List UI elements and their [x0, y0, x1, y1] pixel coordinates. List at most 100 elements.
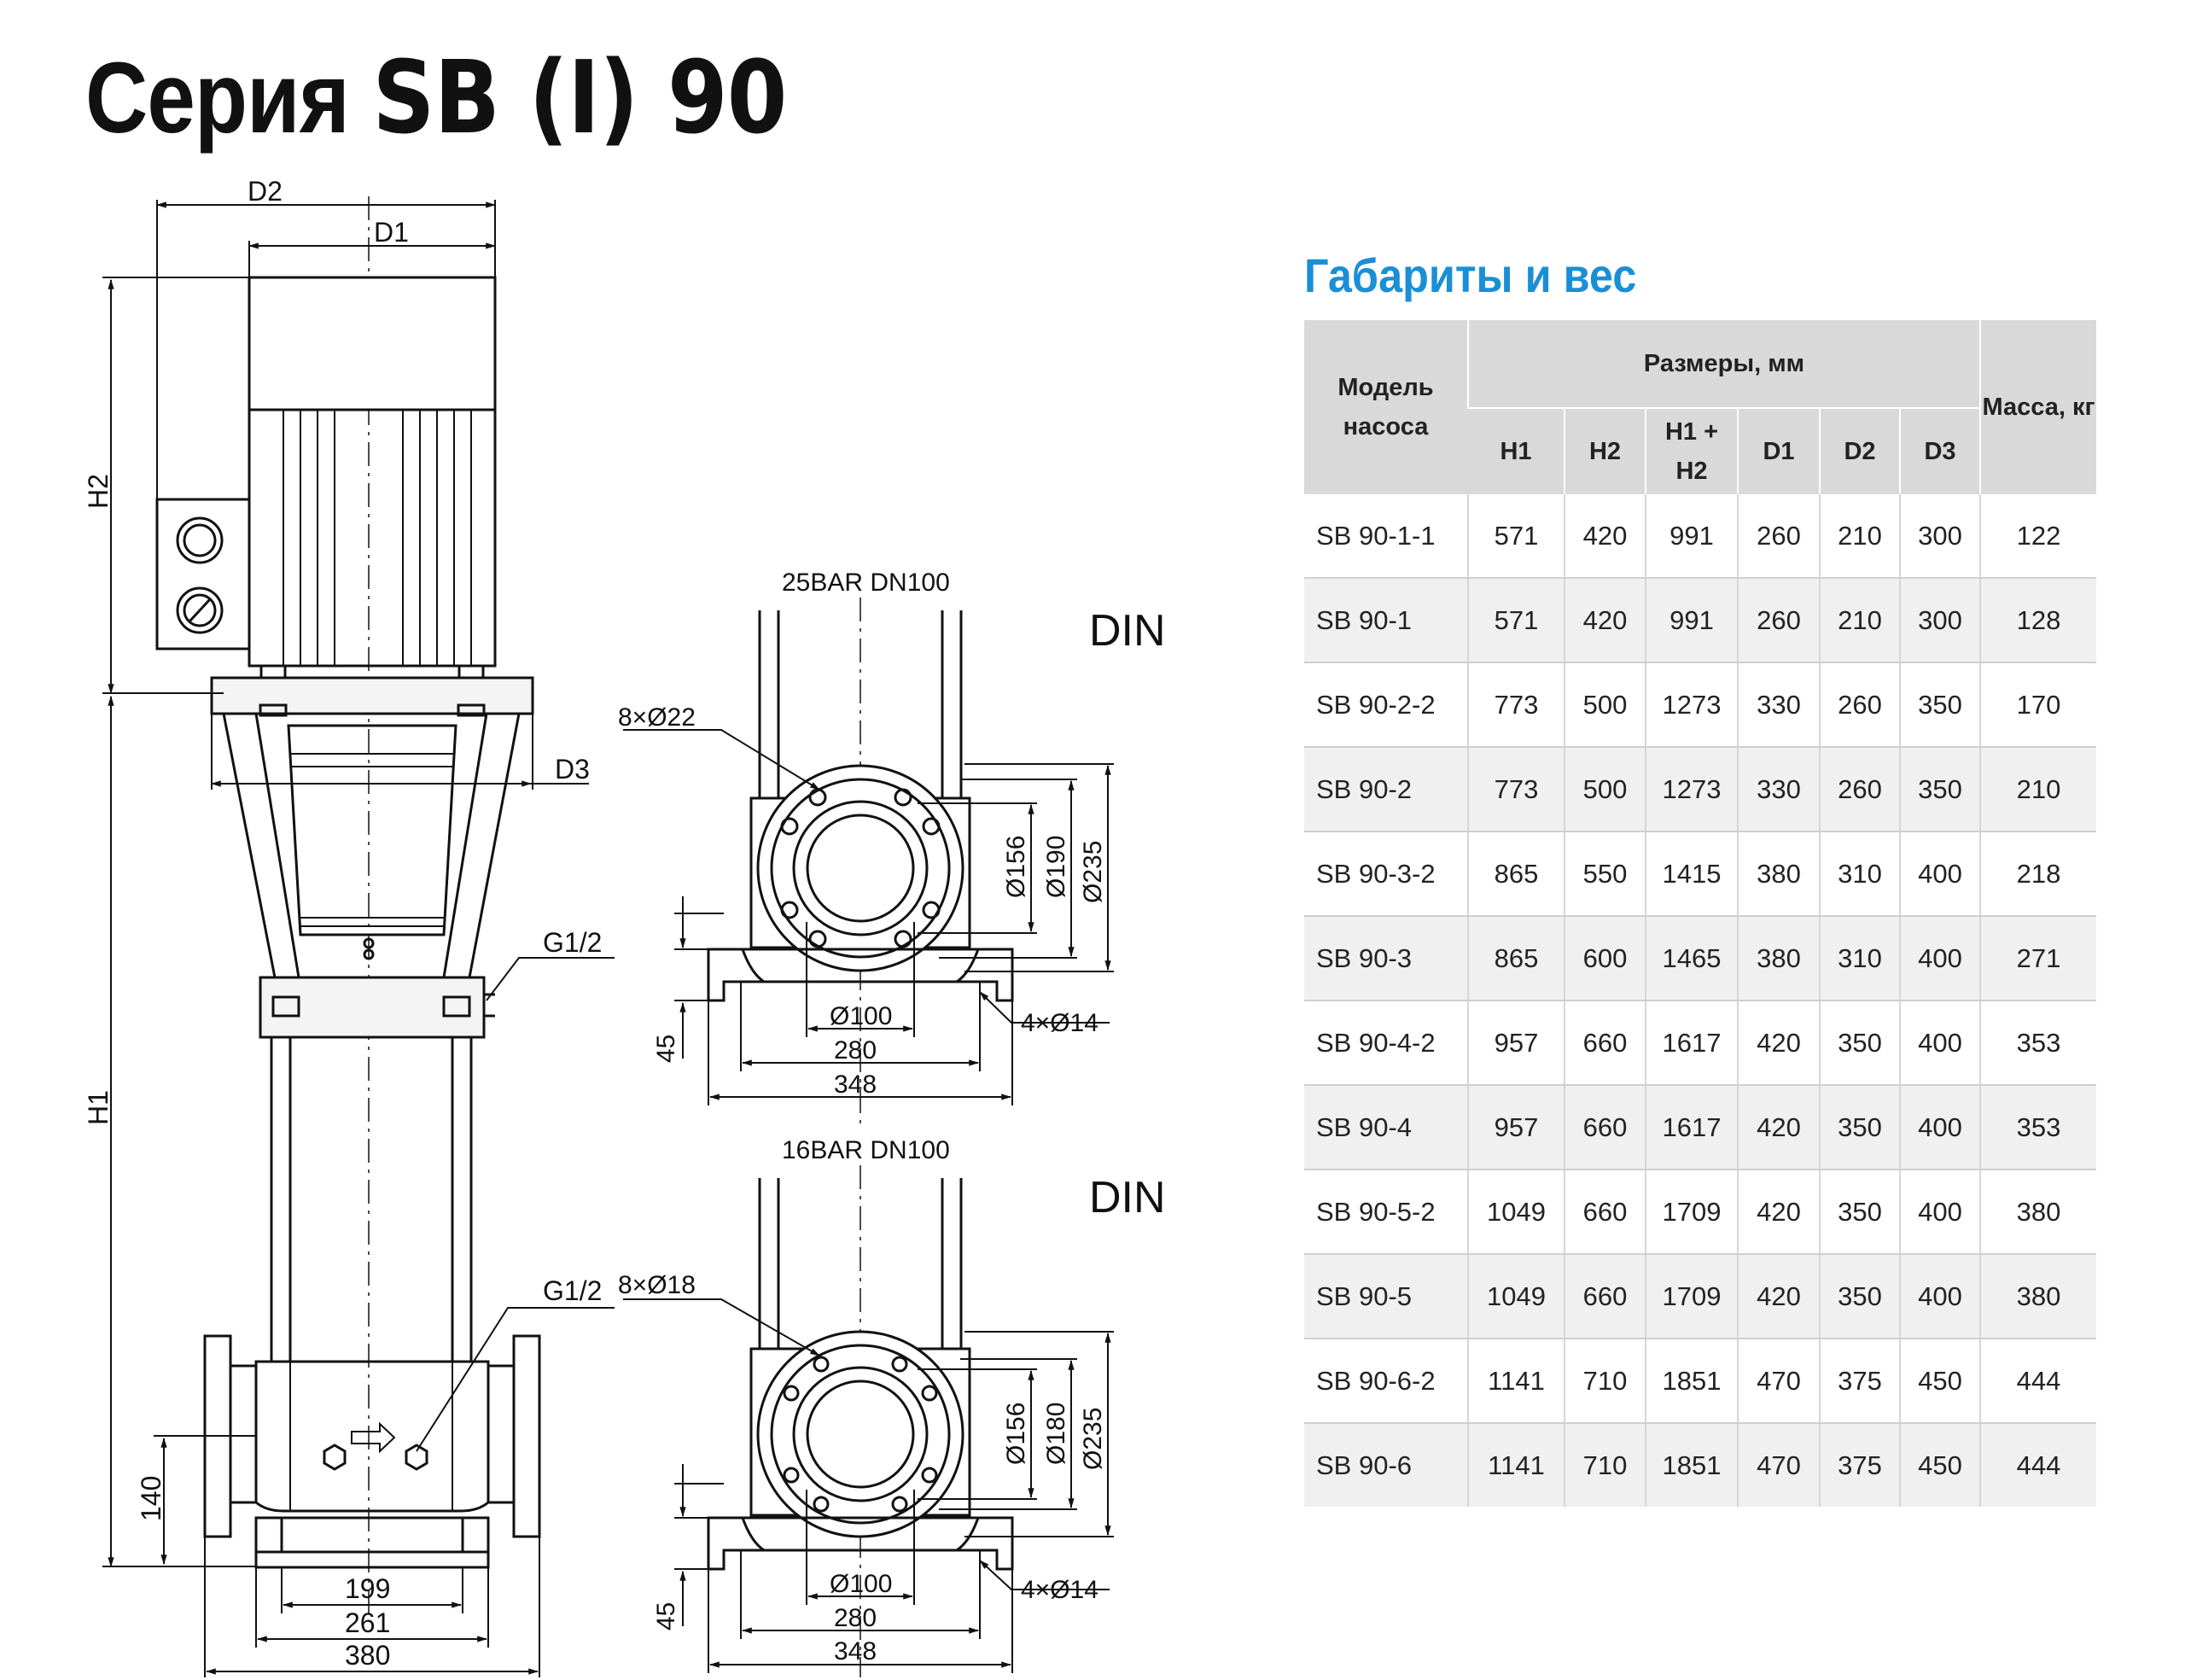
cell-h2: 660 [1564, 1254, 1646, 1339]
cell-h2: 660 [1564, 1170, 1646, 1255]
cell-h1: 1141 [1467, 1423, 1565, 1507]
table-title: Габариты и вес [1304, 248, 1637, 302]
cell-d1: 330 [1737, 747, 1820, 832]
cell-mass: 353 [1979, 1085, 2096, 1170]
cell-h1: 571 [1467, 494, 1565, 579]
label-bottom-w280: 280 [834, 1604, 877, 1632]
cell-d1: 470 [1737, 1423, 1820, 1507]
header-col-d1: D1 [1737, 407, 1820, 494]
cell-h1-h2: 1709 [1645, 1170, 1738, 1255]
cell-d2: 260 [1819, 747, 1900, 832]
header-col-d2: D2 [1819, 407, 1900, 494]
cell-d1: 380 [1737, 916, 1820, 1001]
cell-h1: 865 [1467, 916, 1565, 1001]
cell-h1: 1141 [1467, 1339, 1565, 1424]
header-model: Модель насоса [1304, 320, 1468, 494]
label-bottom-d235: Ø235 [1079, 1408, 1107, 1470]
header-mass: Масса, кг [1979, 320, 2096, 494]
cell-d3: 350 [1899, 662, 1980, 748]
cell-d2: 210 [1819, 578, 1900, 663]
cell-h1: 1049 [1467, 1254, 1565, 1339]
label-d2: D2 [248, 176, 283, 207]
cell-h2: 500 [1564, 747, 1646, 832]
flange-view-25bar: 25BAR DN100 DIN 8×Ø22 Ø156 Ø190 Ø235 Ø10… [618, 569, 1166, 1127]
cell-d1: 470 [1737, 1339, 1820, 1424]
cell-model: SB 90-4 [1304, 1085, 1468, 1170]
cell-model: SB 90-6-2 [1304, 1339, 1468, 1424]
cell-model: SB 90-5 [1304, 1254, 1468, 1339]
cell-d1: 330 [1737, 662, 1820, 748]
cell-h2: 660 [1564, 1085, 1646, 1170]
label-top-h45: 45 [652, 1035, 680, 1063]
cell-h1-h2: 1617 [1645, 1085, 1738, 1170]
cell-d2: 350 [1819, 1000, 1900, 1086]
cell-mass: 380 [1979, 1170, 2096, 1255]
cell-d3: 400 [1899, 1085, 1980, 1170]
cell-model: SB 90-5-2 [1304, 1170, 1468, 1255]
cell-mass: 170 [1979, 662, 2096, 748]
cell-h1: 571 [1467, 578, 1565, 663]
cell-d3: 450 [1899, 1423, 1980, 1507]
cell-d3: 400 [1899, 1170, 1980, 1255]
cell-h1-h2: 1465 [1645, 916, 1738, 1001]
cell-h1: 957 [1467, 1000, 1565, 1086]
cell-model: SB 90-3 [1304, 916, 1468, 1001]
header-col-h1-h2: H1 + H2 [1645, 407, 1738, 494]
dimensions-table: Модель насоса Размеры, мм Масса, кг H1 H… [1304, 320, 2096, 1507]
cell-model: SB 90-2-2 [1304, 662, 1468, 748]
cell-mass: 128 [1979, 578, 2096, 663]
label-bottom-d100: Ø100 [830, 1570, 892, 1598]
cell-d1: 420 [1737, 1254, 1820, 1339]
label-top-d190: Ø190 [1042, 836, 1070, 898]
cell-h1: 773 [1467, 747, 1565, 832]
cell-h1-h2: 1273 [1645, 662, 1738, 748]
cell-h1: 957 [1467, 1085, 1565, 1170]
cell-d1: 260 [1737, 578, 1820, 663]
label-bottom-d156: Ø156 [1002, 1403, 1030, 1465]
dimensions-weight-section: Габариты и вес Модель насоса Размеры, мм… [1304, 248, 2096, 1507]
cell-h2: 710 [1564, 1423, 1646, 1507]
label-bottom-d180: Ø180 [1042, 1403, 1070, 1465]
label-d3: D3 [555, 754, 590, 785]
side-view-dimensions [102, 200, 615, 1677]
cell-mass: 218 [1979, 831, 2096, 917]
cell-mass: 353 [1979, 1000, 2096, 1086]
cell-d2: 350 [1819, 1085, 1900, 1170]
cell-h1-h2: 1273 [1645, 747, 1738, 832]
cell-h2: 420 [1564, 494, 1646, 579]
cell-d1: 380 [1737, 831, 1820, 917]
cell-h2: 710 [1564, 1339, 1646, 1424]
cell-d2: 310 [1819, 916, 1900, 1001]
cell-h2: 660 [1564, 1000, 1646, 1086]
cell-d1: 420 [1737, 1170, 1820, 1255]
cell-d2: 350 [1819, 1170, 1900, 1255]
pump-side-view [155, 196, 541, 1622]
label-top-flange-title: 25BAR DN100 [782, 569, 950, 597]
cell-h2: 600 [1564, 916, 1646, 1001]
label-bottom-flange-title: 16BAR DN100 [782, 1136, 950, 1164]
cell-h2: 500 [1564, 662, 1646, 748]
label-bottom-w348: 348 [834, 1637, 877, 1665]
label-top-d100: Ø100 [830, 1002, 892, 1030]
cell-h2: 550 [1564, 831, 1646, 917]
cell-h1-h2: 1709 [1645, 1254, 1738, 1339]
cell-mass: 444 [1979, 1423, 2096, 1507]
label-h1: H1 [83, 1090, 114, 1125]
label-top-w348: 348 [834, 1070, 877, 1099]
label-top-din: DIN [1089, 606, 1166, 656]
label-199: 199 [345, 1573, 390, 1604]
cell-d2: 210 [1819, 494, 1900, 579]
label-top-d235: Ø235 [1079, 841, 1107, 903]
cell-d3: 300 [1899, 578, 1980, 663]
cell-h1-h2: 1617 [1645, 1000, 1738, 1086]
cell-h1-h2: 991 [1645, 494, 1738, 579]
cell-model: SB 90-4-2 [1304, 1000, 1468, 1086]
label-d1: D1 [374, 217, 409, 248]
